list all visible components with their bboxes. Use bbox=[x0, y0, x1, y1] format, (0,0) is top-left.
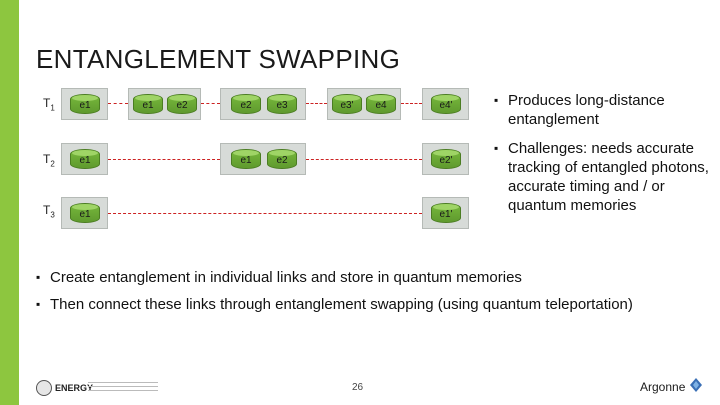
time-label-t1: T1 bbox=[43, 96, 55, 113]
quantum-memory-icon: e1 bbox=[70, 149, 100, 169]
quantum-memory-icon: e2 bbox=[267, 149, 297, 169]
link bbox=[306, 159, 422, 160]
slide-footer: ENERGY 26 Argonne bbox=[0, 372, 720, 405]
quantum-memory-icon: e3' bbox=[332, 94, 362, 114]
entanglement-diagram: T1 T2 T3 e1 e1 e2 e2 e3 e3' e4 e4' e1 e1… bbox=[0, 0, 480, 250]
link bbox=[201, 103, 220, 104]
argonne-mark-icon bbox=[690, 378, 702, 392]
node-5: e2' bbox=[422, 143, 469, 175]
link bbox=[108, 159, 220, 160]
quantum-memory-icon: e1 bbox=[70, 203, 100, 223]
node-2: e1 e2 bbox=[128, 88, 201, 120]
node-3: e2 e3 bbox=[220, 88, 306, 120]
node-5: e1' bbox=[422, 197, 469, 229]
link bbox=[401, 103, 422, 104]
bullet-item: Then connect these links through entangl… bbox=[36, 295, 696, 314]
doe-seal-icon bbox=[36, 380, 52, 396]
node-1: e1 bbox=[61, 88, 108, 120]
node-5: e4' bbox=[422, 88, 469, 120]
doe-logo-text: ENERGY bbox=[55, 383, 94, 393]
quantum-memory-icon: e4 bbox=[366, 94, 396, 114]
quantum-memory-icon: e2 bbox=[167, 94, 197, 114]
quantum-memory-icon: e2 bbox=[231, 94, 261, 114]
accent-bar bbox=[0, 0, 19, 405]
time-label-t3: T3 bbox=[43, 203, 55, 220]
node-1: e1 bbox=[61, 197, 108, 229]
quantum-memory-icon: e1' bbox=[431, 203, 461, 223]
link bbox=[108, 213, 422, 214]
page-number: 26 bbox=[352, 382, 364, 393]
bullet-item: Challenges: needs accurate tracking of e… bbox=[494, 139, 716, 215]
quantum-memory-icon: e2' bbox=[431, 149, 461, 169]
right-bullet-list: Produces long-distance entanglement Chal… bbox=[494, 91, 716, 225]
bullet-item: Produces long-distance entanglement bbox=[494, 91, 716, 129]
doe-logo: ENERGY bbox=[36, 380, 93, 396]
quantum-memory-icon: e1 bbox=[231, 149, 261, 169]
bottom-bullet-list: Create entanglement in individual links … bbox=[36, 268, 696, 322]
slide-title: ENTANGLEMENT SWAPPING bbox=[36, 44, 401, 74]
node-3: e1 e2 bbox=[220, 143, 306, 175]
quantum-memory-icon: e3 bbox=[267, 94, 297, 114]
time-label-t2: T2 bbox=[43, 152, 55, 169]
quantum-memory-icon: e1 bbox=[133, 94, 163, 114]
doe-fine-print bbox=[88, 380, 158, 391]
quantum-memory-icon: e1 bbox=[70, 94, 100, 114]
argonne-logo: Argonne bbox=[640, 380, 686, 394]
node-1: e1 bbox=[61, 143, 108, 175]
bullet-item: Create entanglement in individual links … bbox=[36, 268, 696, 287]
node-4: e3' e4 bbox=[327, 88, 401, 120]
link bbox=[306, 103, 327, 104]
link bbox=[108, 103, 128, 104]
quantum-memory-icon: e4' bbox=[431, 94, 461, 114]
